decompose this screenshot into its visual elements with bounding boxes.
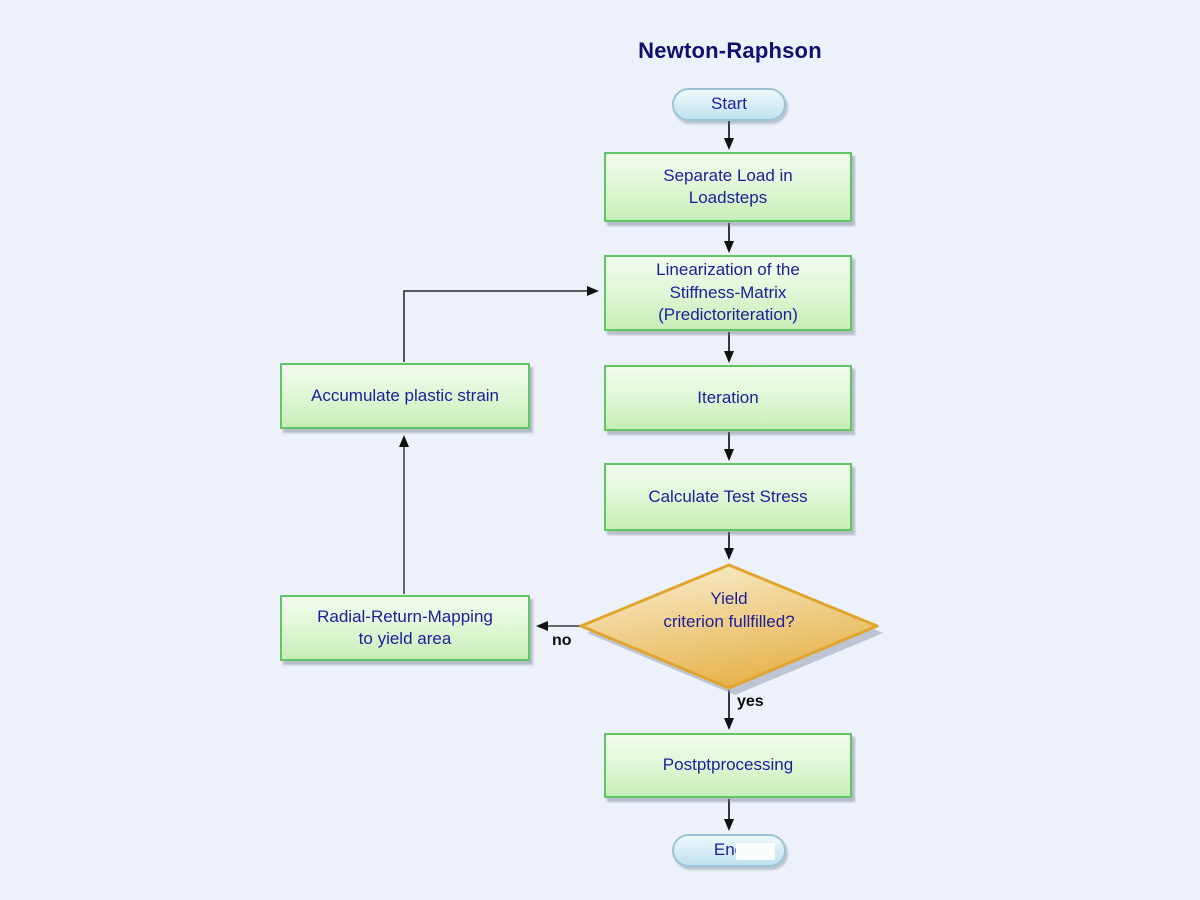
node-separate-load[interactable]: Separate Load in Loadsteps [604, 152, 852, 222]
edge-label-yes: yes [737, 693, 764, 710]
arrow-accumulate-to-linear [403, 286, 599, 362]
node-yield-criterion-decision[interactable]: Yield criterion fullfilled? [572, 556, 886, 698]
node-iteration-label: Iteration [697, 387, 759, 407]
node-accumulate-plastic-strain[interactable]: Accumulate plastic strain [280, 363, 530, 429]
node-calculate-test-stress-label: Calculate Test Stress [648, 486, 808, 506]
node-iteration[interactable]: Iteration [604, 365, 852, 431]
node-radial-return-mapping[interactable]: Radial-Return-Mapping to yield area [280, 595, 530, 661]
node-radial-return-mapping-label: Radial-Return-Mapping to yield area [317, 606, 493, 648]
node-linearization[interactable]: Linearization of the Stiffness-Matrix (P… [604, 255, 852, 331]
end-node-edit-artifact [736, 843, 775, 860]
edge-label-no: no [552, 632, 572, 649]
node-accumulate-plastic-strain-label: Accumulate plastic strain [310, 385, 500, 405]
decision-diamond-shape [579, 563, 883, 695]
node-postprocessing[interactable]: Postptprocessing [604, 733, 852, 798]
node-start[interactable]: Start [672, 88, 786, 121]
node-calculate-test-stress[interactable]: Calculate Test Stress [604, 463, 852, 531]
node-end[interactable]: End [672, 834, 786, 867]
node-start-label: Start [711, 94, 747, 114]
diagram-title: Newton-Raphson [638, 38, 822, 63]
node-yield-criterion-label: Yield criterion fullfilled? [663, 589, 795, 631]
node-separate-load-label: Separate Load in Loadsteps [663, 165, 793, 207]
node-linearization-label: Linearization of the Stiffness-Matrix (P… [656, 260, 800, 325]
node-postprocessing-label: Postptprocessing [662, 755, 794, 775]
